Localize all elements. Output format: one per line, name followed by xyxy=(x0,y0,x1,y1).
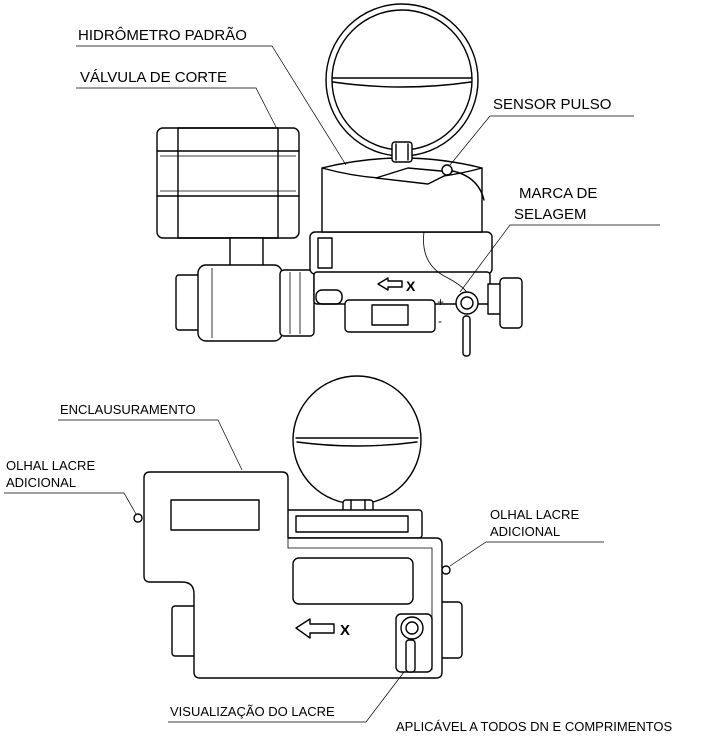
olhal-right xyxy=(441,565,451,575)
bottom-labels: ENCLAUSURAMENTO OLHAL LACRE ADICIONAL OL… xyxy=(4,402,673,734)
pulse-sensor xyxy=(441,164,453,176)
top-assembly: X + - xyxy=(156,3,523,357)
top-labels: HIDRÔMETRO PADRÃO VÁLVULA DE CORTE SENSO… xyxy=(76,27,660,293)
label-olhal-left-2: ADICIONAL xyxy=(6,475,76,490)
meter-register xyxy=(321,157,483,233)
label-sensor: SENSOR PULSO xyxy=(493,96,611,113)
minus-sign: - xyxy=(438,314,442,328)
bottom-meter-window xyxy=(295,515,409,533)
seal-bottom xyxy=(395,613,433,673)
label-enclausuramento: ENCLAUSURAMENTO xyxy=(60,402,196,417)
plus-sign: + xyxy=(437,295,444,309)
label-valvula: VÁLVULA DE CORTE xyxy=(80,69,227,86)
label-olhal-right-1: OLHAL LACRE xyxy=(490,507,579,522)
enclosure-inner-edge xyxy=(287,538,433,670)
flow-direction-letter-bottom: X xyxy=(340,622,350,639)
label-hidrometro: HIDRÔMETRO PADRÃO xyxy=(78,27,247,44)
olhal-left xyxy=(133,513,143,523)
label-visualizacao: VISUALIZAÇÃO DO LACRE xyxy=(170,704,335,719)
enclosure-window-upper xyxy=(170,499,260,531)
label-olhal-left-1: OLHAL LACRE xyxy=(6,458,95,473)
flow-arrow-bottom: X xyxy=(295,618,350,639)
bottom-meter-lid xyxy=(292,375,422,515)
label-aplicavel: APLICÁVEL A TODOS DN E COMPRIMENTOS xyxy=(396,719,673,734)
valve-actuator xyxy=(156,127,300,267)
flow-arrow-top: X xyxy=(377,277,416,294)
meter-lid xyxy=(325,3,479,163)
label-marca-2: SELAGEM xyxy=(514,206,587,223)
label-olhal-right-2: ADICIONAL xyxy=(490,524,560,539)
enclosure-window-lower xyxy=(292,557,414,605)
pulse-sensor-cable xyxy=(447,169,485,201)
label-marca-1: MARCA DE xyxy=(519,185,597,202)
flow-direction-letter: X xyxy=(406,278,416,294)
bottom-meter-top xyxy=(281,509,423,539)
seal-top xyxy=(455,291,479,357)
meter-body xyxy=(309,231,523,333)
valve-body xyxy=(175,264,315,342)
bottom-assembly: X xyxy=(133,375,463,679)
